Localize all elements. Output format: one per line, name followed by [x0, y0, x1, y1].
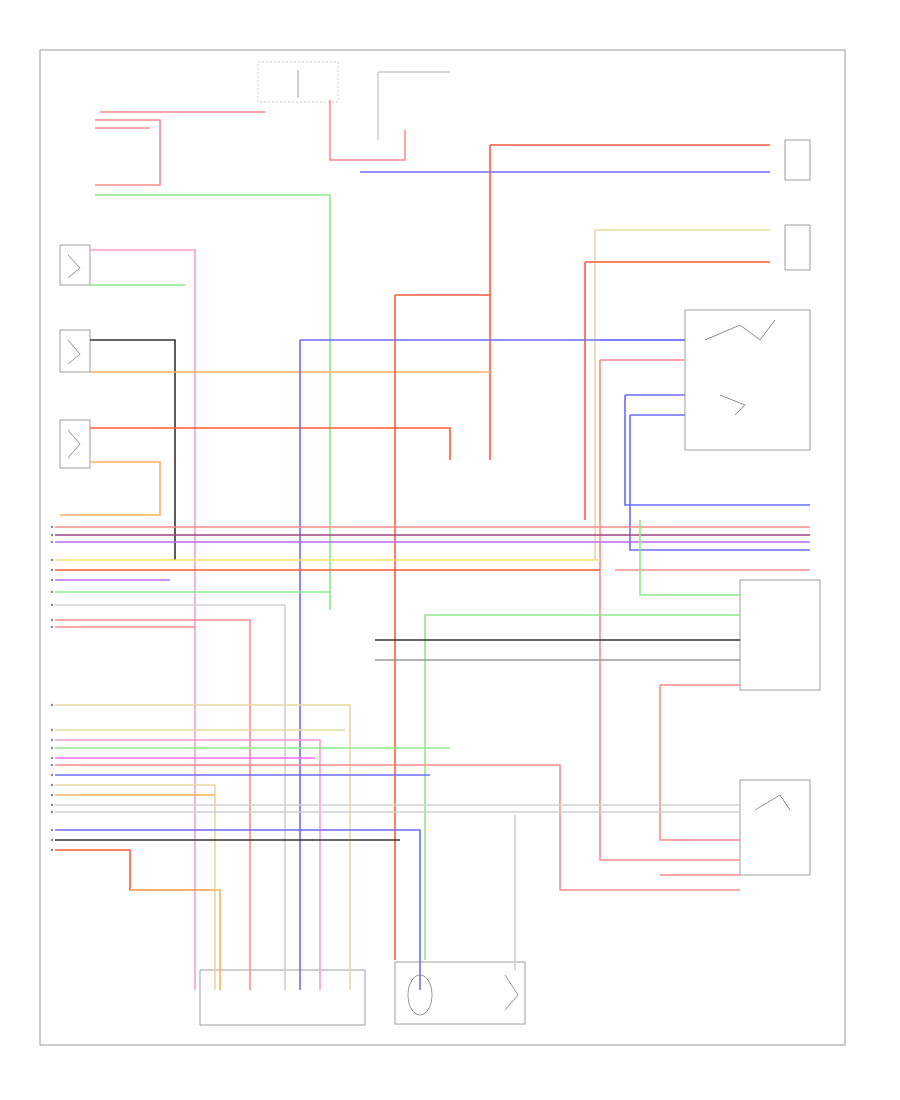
connector-pin-13 — [50, 746, 54, 750]
wire-green-4 — [95, 194, 331, 610]
connector-pin-7 — [50, 603, 54, 607]
wire-orange_red-16 — [90, 427, 451, 460]
wire-red-36 — [55, 619, 251, 990]
connector-stubs — [50, 525, 54, 852]
wire-blue-26 — [624, 395, 810, 506]
connector-pin-6 — [50, 590, 54, 594]
connector-pin-22 — [50, 838, 54, 842]
connector-pin-15 — [50, 763, 54, 767]
connector-pin-11 — [50, 728, 54, 732]
connector-pin-10 — [50, 703, 54, 707]
wire-pink-49 — [55, 739, 321, 990]
ignition-switch — [257, 61, 339, 103]
wire-pink-12 — [90, 249, 196, 990]
wire-red-3 — [329, 100, 406, 161]
connector-pin-3 — [50, 558, 54, 562]
wire-red-0 — [95, 119, 161, 186]
connector-pin-17 — [50, 783, 54, 787]
connector-pin-23 — [50, 848, 54, 852]
wire-dark-14 — [90, 339, 176, 560]
wire-orange-17 — [60, 461, 161, 516]
connector-pin-18 — [50, 793, 54, 797]
connector-pin-8 — [50, 618, 54, 622]
connector-pin-9 — [50, 625, 54, 629]
wire-orange-61 — [130, 889, 221, 990]
wire-tan-47 — [55, 704, 351, 990]
junction-block — [377, 71, 450, 140]
motor-bottom — [394, 961, 526, 1025]
wire-orange_red-60 — [55, 849, 210, 891]
wire-tan-54 — [55, 784, 216, 990]
connector-pin-5 — [50, 578, 54, 582]
wire-red-52 — [55, 764, 740, 891]
wire-red-46 — [659, 685, 740, 841]
switch-right — [739, 579, 821, 691]
module-right — [684, 309, 811, 451]
connector-pin-2 — [50, 540, 54, 544]
sensor-c — [59, 419, 91, 469]
wire-light_gray-38 — [55, 604, 286, 990]
connector-pin-0 — [50, 525, 54, 529]
connector-pin-19 — [50, 803, 54, 807]
connector-pin-16 — [50, 773, 54, 777]
connector-pin-14 — [50, 756, 54, 760]
control-module-bottom — [199, 969, 366, 1026]
sensor-a — [59, 244, 91, 286]
relay-lower-right — [739, 779, 811, 876]
wire-green-40 — [639, 520, 740, 596]
sensor-b — [59, 329, 91, 373]
connector-pin-20 — [50, 810, 54, 814]
wire-group — [55, 100, 810, 990]
wire-blue-28 — [629, 415, 810, 551]
wire-red-24 — [599, 360, 740, 861]
diagram-border — [39, 49, 846, 1046]
connector-pin-21 — [50, 828, 54, 832]
connector-pin-4 — [50, 568, 54, 572]
connector-pin-12 — [50, 738, 54, 742]
relay-upper — [784, 139, 811, 271]
connector-pin-1 — [50, 533, 54, 537]
wire-blue-58 — [55, 829, 421, 990]
